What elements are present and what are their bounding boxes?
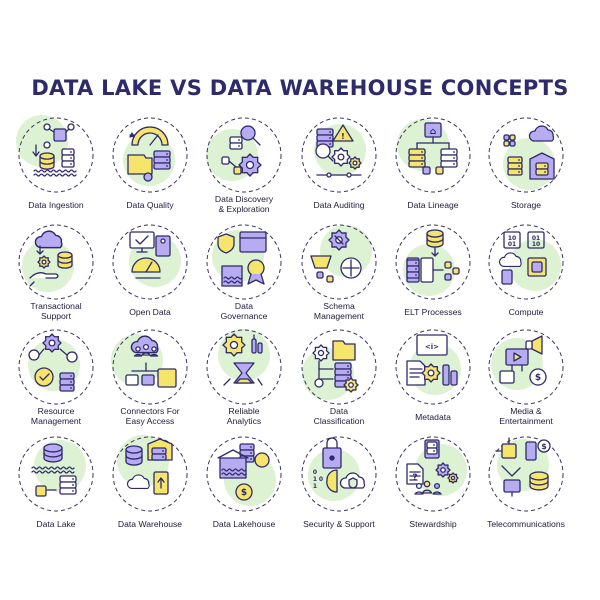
concept-label: Telecommunications <box>487 519 565 529</box>
elt-icon <box>395 224 471 300</box>
svg-text:1: 1 <box>313 483 317 490</box>
svg-text:?: ? <box>412 473 417 483</box>
concept-tile: ! Data Auditing <box>289 115 389 227</box>
storage-icon <box>488 117 564 193</box>
concept-label: Security & Support <box>303 519 375 529</box>
svg-text:10: 10 <box>508 235 516 242</box>
lakehouse-icon: $ <box>206 436 282 512</box>
concept-label: Open Data <box>129 307 171 317</box>
concept-label: Stewardship <box>409 519 457 529</box>
svg-text:0: 0 <box>313 469 317 476</box>
svg-text:1: 1 <box>313 476 317 483</box>
svg-text:01: 01 <box>532 235 540 242</box>
resource-icon <box>18 329 94 405</box>
concept-label: Compute <box>508 307 544 317</box>
svg-text:$: $ <box>535 373 541 383</box>
concept-tile: Data Warehouse <box>100 434 200 546</box>
data-lake-icon <box>18 436 94 512</box>
svg-text:10: 10 <box>532 241 540 248</box>
telecom-icon: $ <box>488 436 564 512</box>
svg-text:<i>: <i> <box>425 343 439 351</box>
quality-icon <box>112 117 188 193</box>
concept-label: Media &Entertainment <box>499 406 553 426</box>
svg-text:⌂: ⌂ <box>430 127 437 137</box>
concept-tile: Storage <box>476 115 576 227</box>
stewardship-icon: ? <box>395 436 471 512</box>
auditing-icon: ! <box>301 117 377 193</box>
concept-label: Metadata <box>415 412 451 422</box>
concept-label: Data Warehouse <box>117 519 183 529</box>
concept-label: Data Quality <box>126 200 174 210</box>
concept-tile: ? Stewardship <box>383 434 483 546</box>
ingestion-icon <box>16 115 94 193</box>
concept-tile: <i> Metadata <box>383 327 483 439</box>
concept-label: ELT Processes <box>404 307 462 317</box>
concept-label: Data Discovery& Exploration <box>214 194 274 214</box>
analytics-icon <box>206 329 282 405</box>
warehouse-icon <box>112 435 188 512</box>
concept-label: Data Auditing <box>313 200 365 210</box>
schema-icon <box>301 224 377 300</box>
concept-tile: Data Ingestion <box>6 115 106 227</box>
transactional-icon <box>18 224 94 300</box>
concept-tile: Data Quality <box>100 115 200 227</box>
concept-tile: Data Discovery& Exploration <box>194 115 294 227</box>
classification-icon <box>301 329 377 405</box>
page-title: DATA LAKE VS DATA WAREHOUSE CONCEPTS <box>31 76 569 100</box>
concept-label: Data Lineage <box>407 200 459 210</box>
concept-label: Data Lakehouse <box>212 519 276 529</box>
concept-label: Data Lake <box>36 519 76 529</box>
governance-icon <box>206 224 282 300</box>
discovery-icon <box>206 117 282 193</box>
concept-tile: $ Telecommunications <box>476 434 576 546</box>
concept-tile: ⌂ Data Lineage <box>383 115 483 227</box>
open-data-icon <box>112 224 188 300</box>
concept-tile: $ Data Lakehouse <box>194 434 294 546</box>
svg-text:!: ! <box>341 132 345 141</box>
concept-label: Storage <box>510 200 542 210</box>
svg-text:$: $ <box>241 488 247 498</box>
lineage-icon: ⌂ <box>395 117 471 193</box>
svg-text:01: 01 <box>508 241 516 248</box>
concept-label: Data Ingestion <box>28 200 84 210</box>
media-icon: $ <box>488 329 564 405</box>
concept-tile: $ Media &Entertainment <box>476 327 576 439</box>
svg-text:$: $ <box>541 442 547 451</box>
connectors-icon <box>111 329 188 405</box>
metadata-icon: <i> <box>395 329 471 405</box>
concept-tile: ELT Processes <box>383 222 483 334</box>
svg-text:0: 0 <box>319 476 323 483</box>
concept-tile: Data Lake <box>6 434 106 546</box>
concept-tile: Open Data <box>100 222 200 334</box>
